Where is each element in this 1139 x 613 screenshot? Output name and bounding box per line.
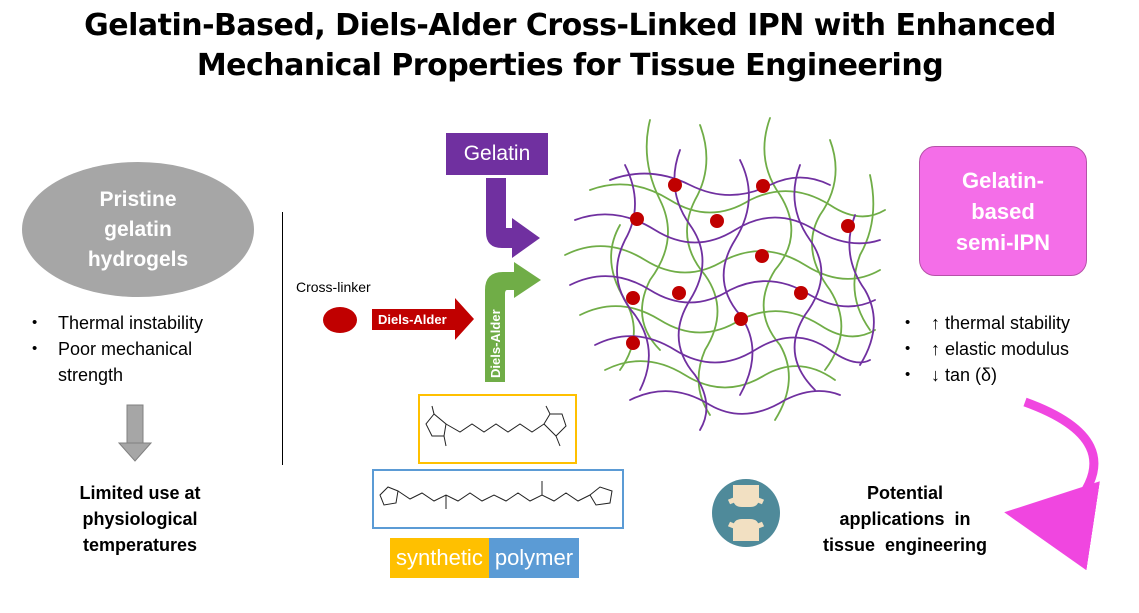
applications-line: tissue engineering xyxy=(822,535,988,555)
semi-ipn-benefits-list: ↑ thermal stability ↑ elastic modulus ↓ … xyxy=(905,310,1115,388)
applications-line: Potential xyxy=(866,483,943,503)
furan-linker-structure xyxy=(372,469,624,529)
limited-use-line: Limited use at xyxy=(79,483,201,503)
ellipse-text-line: Pristine xyxy=(99,187,177,211)
applications-line: applications in xyxy=(839,509,971,529)
list-item: ↑ thermal stability xyxy=(905,310,1115,336)
pristine-gelatin-ellipse: Pristine gelatin hydrogels xyxy=(22,162,254,297)
title-line-1: Gelatin-Based, Diels-Alder Cross-Linked … xyxy=(84,8,1056,43)
furan-linker-icon xyxy=(379,481,613,509)
crosslinker-label: Cross-linker xyxy=(296,279,371,295)
ellipse-text-line: hydrogels xyxy=(87,247,189,271)
synthetic-polymer-label: synthetic polymer xyxy=(390,538,580,578)
diels-alder-horizontal-label: Diels-Alder xyxy=(378,312,447,327)
semi-ipn-line: Gelatin- xyxy=(962,167,1044,193)
curved-arrow-icon xyxy=(1004,397,1100,571)
ipn-network-illustration xyxy=(564,117,886,431)
semi-ipn-line: based xyxy=(971,198,1035,224)
list-item: ↑ elastic modulus xyxy=(905,336,1115,362)
title-line-2: Mechanical Properties for Tissue Enginee… xyxy=(196,48,944,83)
diagram-title: Gelatin-Based, Diels-Alder Cross-Linked … xyxy=(20,6,1120,86)
limited-use-line: temperatures xyxy=(82,535,198,555)
gelatin-bent-arrow-icon xyxy=(486,178,540,258)
polymer-label: polymer xyxy=(488,538,580,578)
list-item: Poor mechanical strength xyxy=(32,336,262,388)
diels-alder-bent-arrow-icon: Diels-Alder xyxy=(485,262,541,382)
diels-alder-red-arrow-icon: Diels-Alder xyxy=(372,298,474,340)
bismaleimide-icon xyxy=(425,405,567,447)
limited-use-text: Limited use at physiological temperature… xyxy=(40,480,240,558)
semi-ipn-line: semi-IPN xyxy=(955,229,1051,255)
synthetic-label: synthetic xyxy=(390,538,489,578)
list-item: ↓ tan (δ) xyxy=(905,362,1115,388)
pristine-limitations-list: Thermal instability Poor mechanical stre… xyxy=(32,310,262,388)
list-item: Thermal instability xyxy=(32,310,262,336)
joint-icon xyxy=(712,479,780,547)
bismaleimide-structure xyxy=(418,394,577,464)
diels-alder-vertical-label: Diels-Alder xyxy=(488,309,503,378)
down-arrow-icon xyxy=(117,404,153,462)
divider-line xyxy=(282,212,283,465)
limited-use-line: physiological xyxy=(82,509,198,529)
gelatin-box: Gelatin xyxy=(446,133,548,175)
crosslinker-dot-icon xyxy=(323,307,357,333)
semi-ipn-box: Gelatin- based semi-IPN xyxy=(919,146,1087,276)
applications-text: Potential applications in tissue enginee… xyxy=(790,480,1020,558)
ellipse-text-line: gelatin xyxy=(104,217,172,241)
